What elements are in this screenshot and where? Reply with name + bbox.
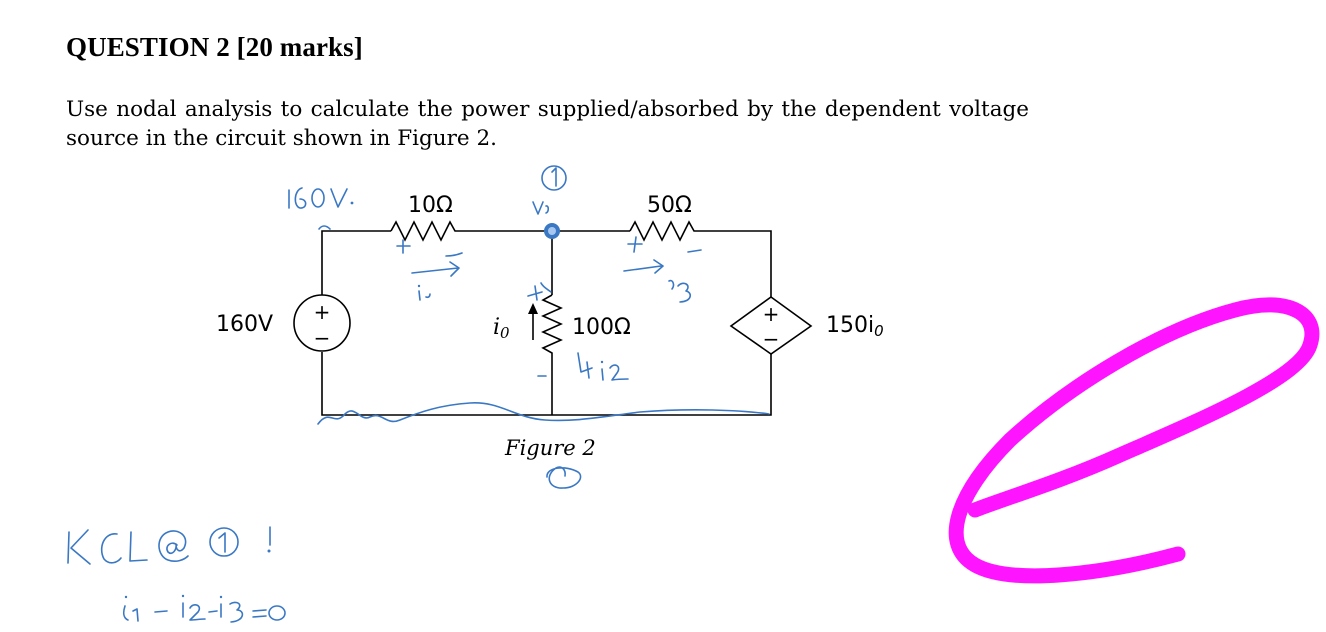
wire-top-right (697, 230, 772, 297)
ink-stroke (623, 259, 664, 274)
current-label: i0 (493, 315, 510, 342)
resistor-zigzag (390, 220, 459, 242)
ink-dot (219, 595, 223, 599)
ink-stroke (129, 531, 148, 562)
i2-annotation (527, 282, 629, 381)
ink-stroke (577, 352, 593, 379)
ink-stroke (445, 252, 463, 257)
ink-stroke (154, 610, 168, 613)
dependent-source-diamond (729, 296, 813, 355)
ground-scribble (317, 402, 770, 425)
ink-stroke (122, 605, 129, 621)
ink-dot (417, 284, 421, 288)
ink-stroke (218, 532, 226, 553)
wire-top-left (321, 230, 391, 295)
node-1-circle (541, 165, 567, 191)
handwritten-annotations (67, 165, 770, 623)
ink-stroke (527, 282, 552, 301)
ink-stroke (532, 201, 550, 215)
ink-stroke (627, 236, 643, 253)
ink-stroke (668, 279, 675, 290)
ink-stroke (687, 249, 702, 253)
ink-stroke (209, 527, 239, 557)
ink-stroke (411, 261, 460, 277)
ink-stroke (318, 225, 331, 230)
ink-stroke (132, 608, 139, 622)
ink-dot (124, 595, 128, 599)
ink-stroke (100, 533, 122, 564)
ink-stroke (330, 188, 348, 208)
ink-stroke (677, 282, 691, 303)
dependent-source-plus: + (763, 302, 780, 326)
node-1-annotation (532, 165, 567, 239)
source-plus: + (314, 300, 331, 324)
ink-dot (600, 360, 604, 364)
ink-dot (350, 201, 354, 205)
current-i0: i0 (493, 303, 538, 342)
resistor-zigzag (541, 294, 563, 358)
source-circle (293, 294, 351, 352)
circuit-wires (321, 230, 772, 416)
i3-annotation (623, 236, 702, 303)
highlight-scribble (948, 297, 1320, 584)
question-text-line-1: Use nodal analysis to calculate the powe… (66, 97, 1029, 122)
caption-scribble (546, 466, 582, 489)
node-voltage-note (288, 187, 354, 230)
ink-stroke (67, 529, 91, 565)
resistor-50-label: 50Ω (647, 193, 692, 218)
figure-caption: Figure 2 (504, 436, 596, 460)
question-text-line-2: source in the circuit shown in Figure 2. (66, 126, 497, 151)
ink-stroke (601, 368, 604, 381)
resistor-10-ohm: 10Ω (390, 193, 459, 242)
ink-dot (181, 594, 185, 598)
ink-stroke (396, 239, 411, 254)
i1-annotation (396, 239, 463, 301)
ink-stroke (418, 290, 431, 301)
ink-stroke (551, 167, 557, 187)
dependent-source-label: 150i0 (826, 313, 884, 340)
ink-stroke (609, 364, 629, 381)
ink-dot (267, 549, 271, 553)
resistor-50-ohm: 50Ω (629, 193, 697, 242)
resistor-100-label: 100Ω (572, 315, 631, 340)
source-label: 160V (216, 312, 273, 337)
kcl-note (67, 526, 271, 565)
voltage-source-160v: + − 160V (216, 294, 351, 352)
dependent-source-minus: − (763, 327, 780, 351)
ink-stroke (546, 466, 582, 489)
question-title: QUESTION 2 [20 marks] (66, 32, 363, 62)
resistor-100-ohm: 100Ω (541, 294, 631, 358)
kcl-equation (122, 594, 286, 623)
ink-stroke (252, 609, 267, 618)
ink-stroke (189, 603, 206, 621)
ink-stroke (294, 187, 307, 209)
node-1-dot-inner (548, 227, 556, 235)
resistor-zigzag (629, 220, 697, 242)
ink-stroke (158, 530, 189, 563)
ink-stroke (311, 188, 325, 208)
question-text: Use nodal analysis to calculate the powe… (66, 95, 1041, 153)
current-arrow-head (528, 303, 538, 314)
ink-stroke (208, 610, 218, 613)
ink-stroke (268, 605, 286, 621)
ink-stroke (229, 601, 244, 623)
source-minus: − (314, 326, 331, 350)
resistor-10-label: 10Ω (408, 193, 453, 218)
wire-bottom (321, 352, 772, 416)
dependent-voltage-source: + − 150i0 (729, 296, 884, 355)
